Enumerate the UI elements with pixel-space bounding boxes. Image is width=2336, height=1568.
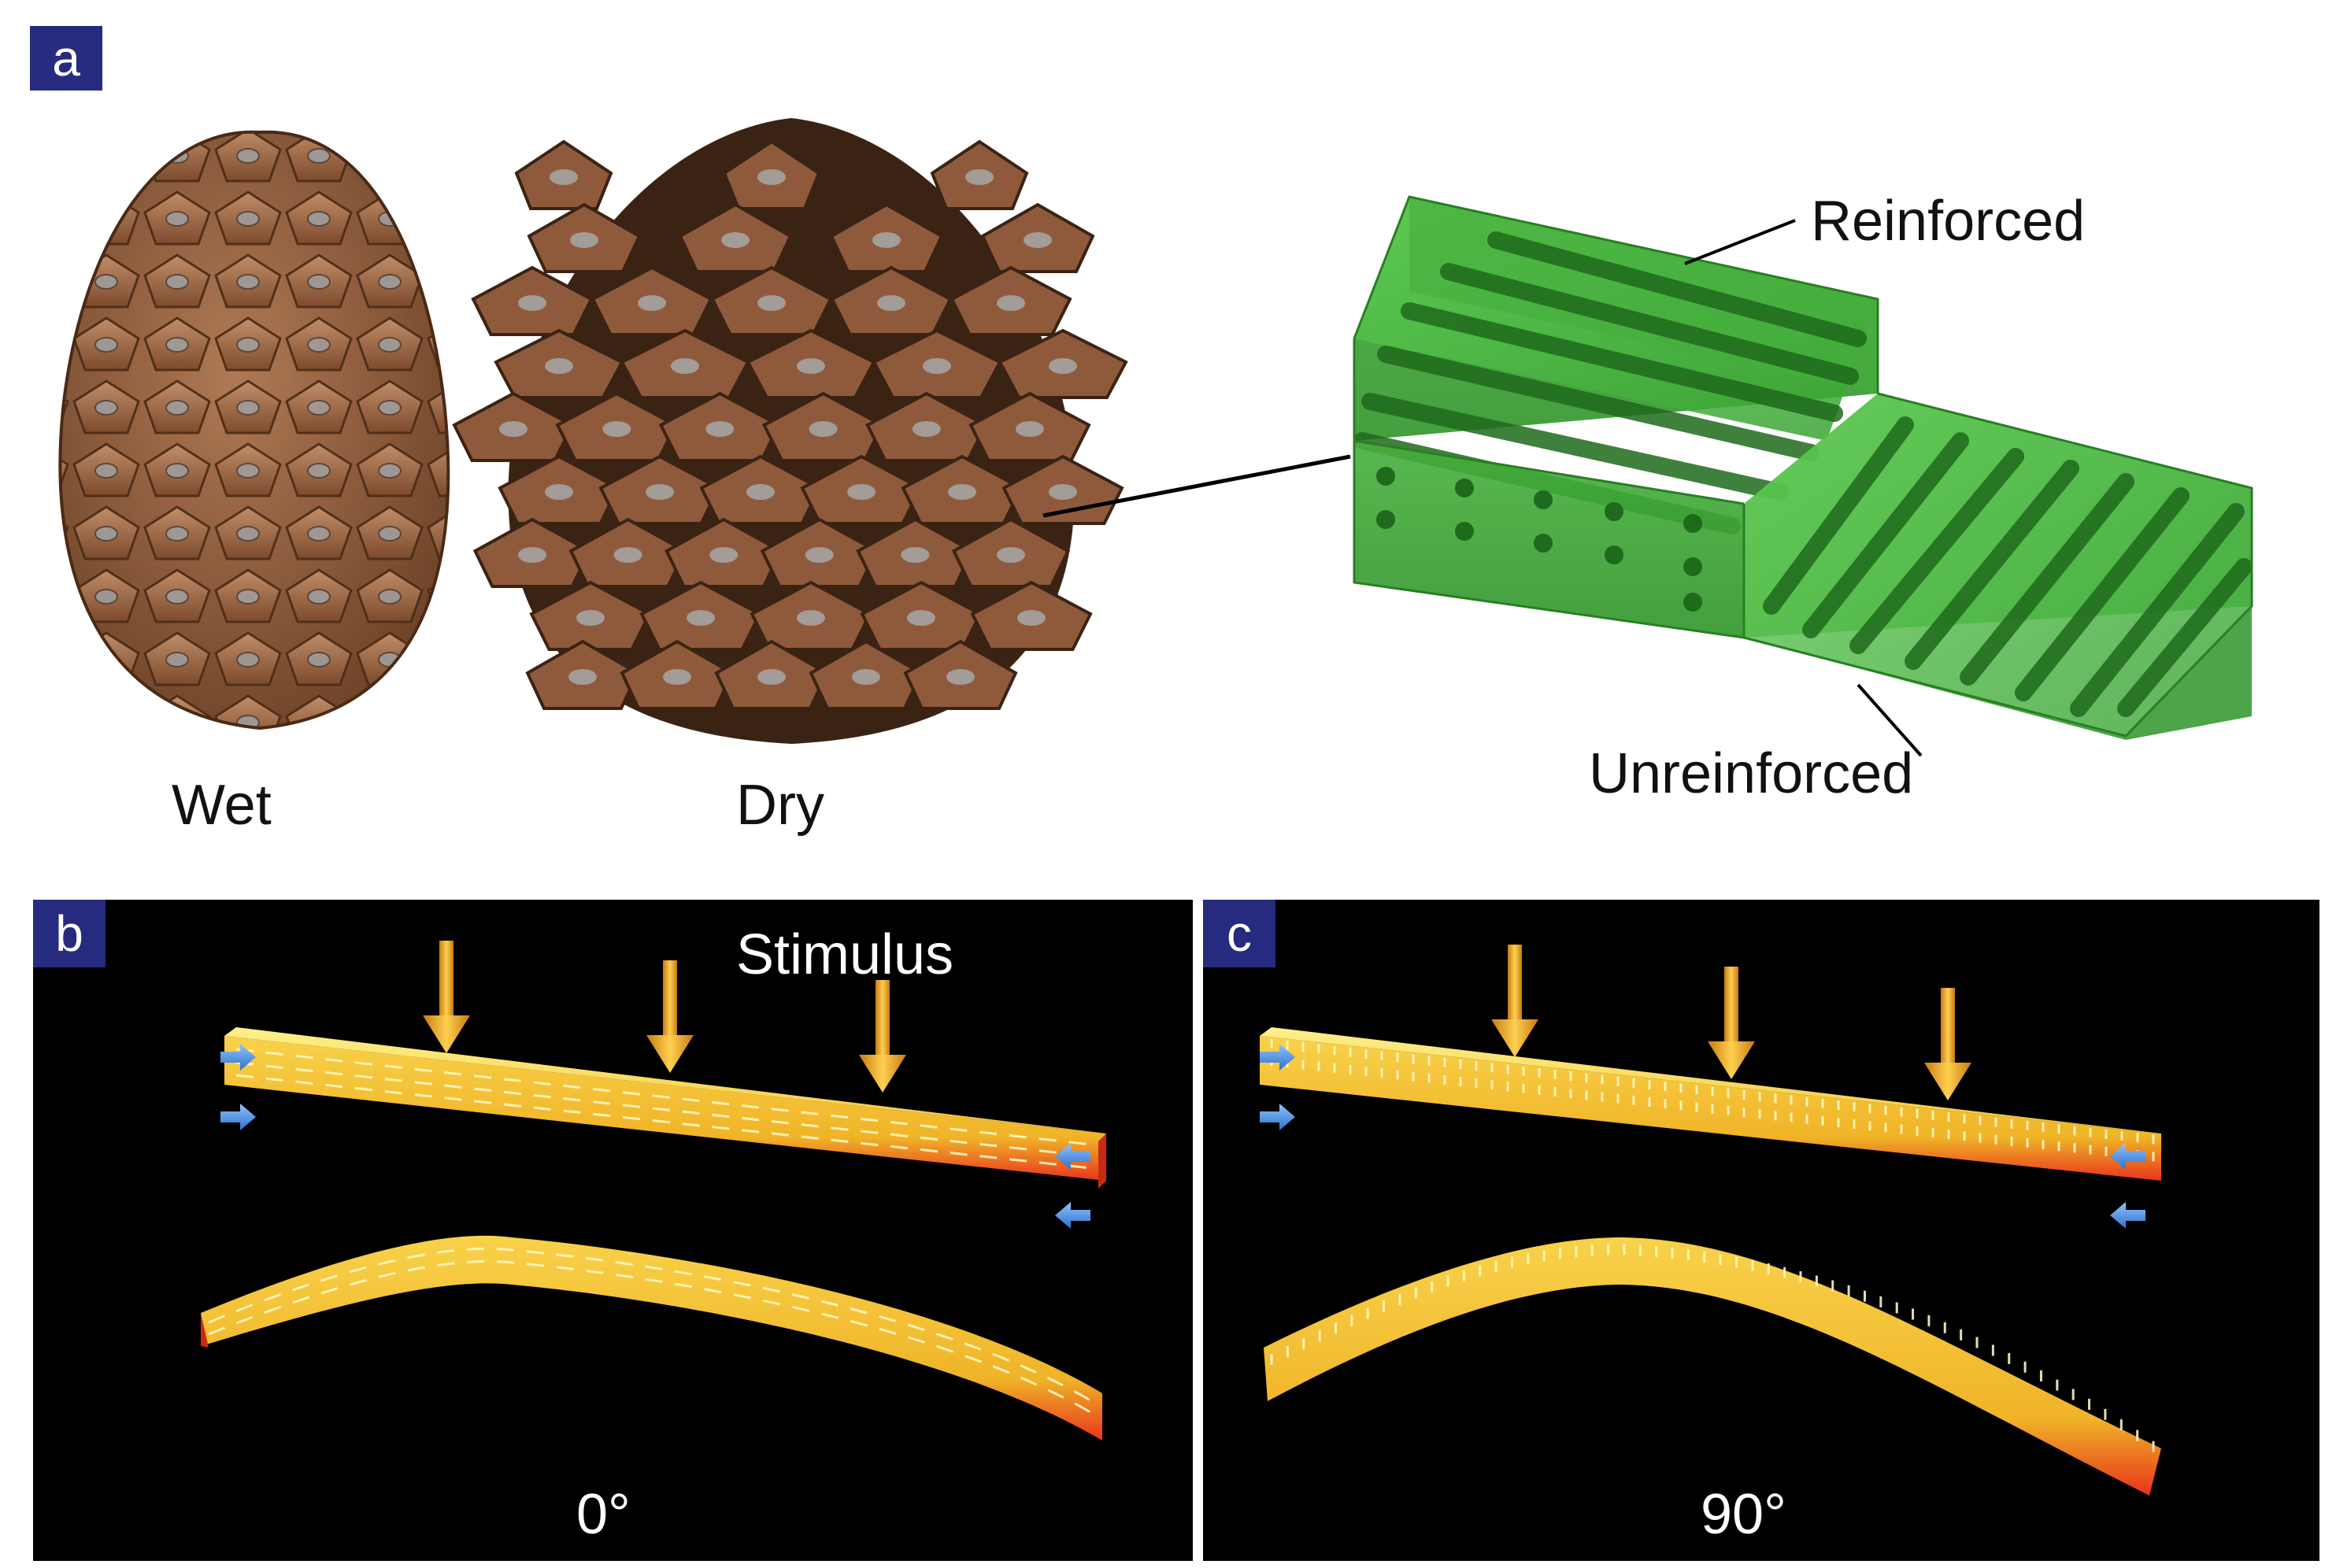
wet-label: Wet bbox=[172, 774, 272, 837]
panel-c-stimulus-arrows bbox=[1491, 945, 1971, 1100]
wet-pinecone-image bbox=[58, 130, 450, 730]
panel-c-bent-beam bbox=[1264, 1237, 2161, 1496]
dry-pinecone-image bbox=[452, 118, 1128, 744]
stimulus-label: Stimulus bbox=[736, 923, 954, 986]
panel-b-blue-arrows bbox=[220, 1044, 1090, 1229]
reinforced-leader bbox=[1684, 219, 1796, 265]
panel-a-illustration bbox=[58, 118, 2253, 757]
panel-b-stimulus-arrows bbox=[423, 941, 906, 1093]
panel-b-straight-beam bbox=[224, 1027, 1106, 1189]
panel-c-badge: c bbox=[1203, 900, 1275, 967]
panel-b-bent-beam bbox=[201, 1235, 1102, 1440]
unreinforced-label: Unreinforced bbox=[1589, 742, 1914, 805]
panel-a-badge: a bbox=[30, 26, 102, 91]
dry-label: Dry bbox=[736, 774, 824, 837]
panel-b-background bbox=[33, 900, 1193, 1561]
panel-c-angle-label: 90° bbox=[1701, 1483, 1786, 1546]
connector-line bbox=[1042, 454, 1351, 518]
panel-b-angle-label: 0° bbox=[576, 1483, 631, 1546]
bilayer-block bbox=[1353, 195, 2253, 740]
panel-b-badge: b bbox=[33, 900, 106, 967]
unreinforced-leader bbox=[1857, 683, 1923, 757]
panel-c-straight-beam bbox=[1260, 1027, 2161, 1181]
reinforced-label: Reinforced bbox=[1811, 190, 2086, 253]
panel-c-blue-arrows bbox=[1260, 1044, 2145, 1229]
